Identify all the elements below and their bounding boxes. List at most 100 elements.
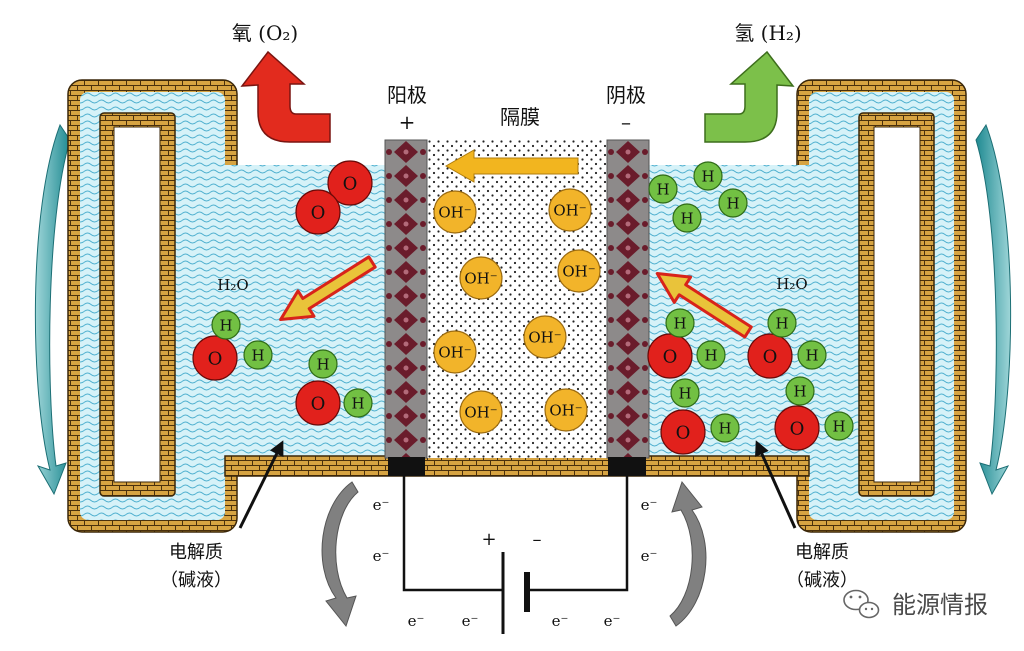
oxygen-atom-circle bbox=[327, 160, 373, 206]
oxygen-atom-label: O bbox=[763, 346, 778, 367]
hydrogen-atom-label: H bbox=[678, 384, 691, 402]
left-water-arrow-icon bbox=[279, 255, 377, 322]
oxygen-atom: O bbox=[660, 409, 706, 455]
cathode-label: 阴极 bbox=[606, 83, 646, 107]
hydrogen-atom-circle bbox=[797, 340, 827, 370]
electron-label: e⁻ bbox=[604, 612, 621, 630]
hydrogen-atom: H bbox=[665, 308, 695, 338]
wechat-icon bbox=[843, 589, 880, 619]
oxygen-output-label: 氧 (O₂) bbox=[232, 21, 298, 45]
oxygen-atom-circle bbox=[295, 189, 341, 235]
hydrogen-atom-label: H bbox=[704, 346, 717, 364]
hydroxide-ion-label: OH⁻ bbox=[528, 328, 561, 346]
hydrogen-atom: H bbox=[308, 349, 338, 379]
hydrogen-atom-label: H bbox=[793, 382, 806, 400]
hydrogen-atom-circle bbox=[665, 308, 695, 338]
hydrogen-atom-label: H bbox=[316, 355, 329, 373]
hydrogen-atom: H bbox=[693, 161, 723, 191]
right-electrolyte-pointer bbox=[755, 440, 797, 529]
oxygen-output-arrow-icon bbox=[240, 50, 331, 143]
anode-terminal bbox=[388, 457, 425, 476]
right-inner-core bbox=[873, 126, 921, 483]
oxygen-atom: O bbox=[774, 405, 820, 451]
hydrogen-atom-circle bbox=[670, 378, 700, 408]
oxygen-atom-circle bbox=[747, 333, 793, 379]
hydroxide-ion-circle bbox=[548, 188, 592, 232]
electron-label: e⁻ bbox=[641, 547, 658, 565]
oxygen-atom-circle bbox=[660, 409, 706, 455]
electron-label: e⁻ bbox=[373, 547, 390, 565]
hydrogen-atom-circle bbox=[785, 376, 815, 406]
right-water-arrow-icon bbox=[655, 271, 753, 339]
left-inner-core bbox=[113, 126, 161, 483]
water-label-right: H₂O bbox=[776, 275, 807, 293]
hydrogen-atom: H bbox=[243, 340, 273, 370]
hydrogen-atom-label: H bbox=[805, 346, 818, 364]
oxygen-atom: O bbox=[295, 189, 341, 235]
hydrogen-atom-label: H bbox=[718, 419, 731, 437]
hydrogen-atom: H bbox=[648, 174, 678, 204]
hydroxide-ion: OH⁻ bbox=[544, 388, 588, 432]
electrolyte-label-left: 电解质 bbox=[169, 542, 223, 563]
hydroxide-ion: OH⁻ bbox=[459, 390, 503, 434]
oxygen-atom-label: O bbox=[663, 346, 678, 367]
hydrogen-atom-label: H bbox=[775, 314, 788, 332]
oxygen-atom-label: O bbox=[343, 173, 358, 194]
hydroxide-ion-circle bbox=[557, 249, 601, 293]
oxygen-atom: O bbox=[295, 380, 341, 426]
hydrogen-atom-circle bbox=[710, 413, 740, 443]
oxygen-atom-circle bbox=[295, 380, 341, 426]
electron-labels: e⁻e⁻e⁻e⁻e⁻e⁻e⁻e⁻ bbox=[373, 496, 658, 630]
battery-positive-sign: + bbox=[481, 529, 496, 550]
oxygen-atom: O bbox=[192, 335, 238, 381]
electron-label: e⁻ bbox=[641, 496, 658, 514]
hydrogen-atom-circle bbox=[648, 174, 678, 204]
hydrogen-atom: H bbox=[670, 378, 700, 408]
oxygen-atom-label: O bbox=[311, 202, 326, 223]
hydrogen-atom-label: H bbox=[219, 316, 232, 334]
hydroxide-ion-label: OH⁻ bbox=[438, 203, 471, 221]
hydroxide-ion-label: OH⁻ bbox=[438, 343, 471, 361]
hydrogen-atom-circle bbox=[696, 340, 726, 370]
hydroxide-migration-arrow-icon bbox=[444, 149, 579, 183]
hydroxide-ion: OH⁻ bbox=[459, 256, 503, 300]
anode-label: 阳极 bbox=[387, 83, 427, 107]
hydroxide-ion-circle bbox=[433, 330, 477, 374]
hydroxide-ion: OH⁻ bbox=[433, 330, 477, 374]
watermark-text: 能源情报 bbox=[892, 591, 988, 619]
hydrogen-atom-label: H bbox=[832, 417, 845, 435]
main-tank-bottom bbox=[224, 455, 810, 477]
oxygen-atom-circle bbox=[192, 335, 238, 381]
hydrogen-atom: H bbox=[343, 388, 373, 418]
battery-negative-sign: – bbox=[533, 529, 542, 550]
hydrogen-atom-circle bbox=[693, 161, 723, 191]
oxygen-atom: O bbox=[647, 333, 693, 379]
electron-label: e⁻ bbox=[552, 612, 569, 630]
oxygen-atom-label: O bbox=[208, 348, 223, 369]
hydrogen-atom: H bbox=[211, 310, 241, 340]
electron-label: e⁻ bbox=[408, 612, 425, 630]
hydroxide-ion-circle bbox=[544, 388, 588, 432]
hydrogen-atom: H bbox=[672, 203, 702, 233]
oxygen-atom-label: O bbox=[311, 393, 326, 414]
water-label-left: H₂O bbox=[217, 276, 248, 294]
hydrogen-atom-circle bbox=[824, 411, 854, 441]
electrolyte-label-right: 电解质 bbox=[795, 542, 849, 563]
oxygen-atom-label: O bbox=[790, 418, 805, 439]
oxygen-atom: O bbox=[327, 160, 373, 206]
electrolyte-note-left: （碱液） bbox=[160, 570, 232, 591]
hydrogen-atom-circle bbox=[243, 340, 273, 370]
hydrogen-output-arrow-icon bbox=[704, 50, 795, 143]
right-circulation-arrow-icon bbox=[975, 123, 1012, 496]
hydrogen-atom-circle bbox=[308, 349, 338, 379]
electron-label: e⁻ bbox=[373, 496, 390, 514]
cathode bbox=[606, 139, 650, 459]
electrolyte-note-right: （碱液） bbox=[786, 570, 858, 591]
hydroxide-ion: OH⁻ bbox=[548, 188, 592, 232]
hydrogen-atom: H bbox=[710, 413, 740, 443]
curved-arrow-down-icon bbox=[321, 481, 359, 628]
anode-wire bbox=[402, 476, 502, 592]
hydroxide-ion: OH⁻ bbox=[557, 249, 601, 293]
